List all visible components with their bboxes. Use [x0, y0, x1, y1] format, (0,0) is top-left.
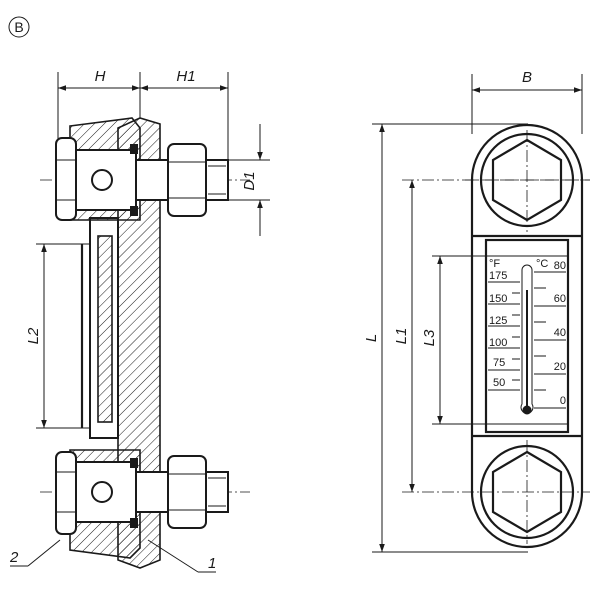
callout-plate-label: 1 [208, 555, 216, 572]
callout-seal-label: 2 [9, 549, 19, 566]
dim-l3-label: L3 [421, 329, 438, 346]
thermometer-bulb [522, 405, 532, 415]
celsius-unit: °C [536, 258, 548, 270]
dim-b-label: B [522, 69, 532, 86]
fahrenheit-tick-label: 175 [489, 270, 507, 282]
upper-cap-nut [55, 137, 77, 221]
section-view: H H1 D1 L2 [9, 68, 270, 573]
dim-h1-label: H1 [176, 68, 195, 85]
thermometer [520, 264, 534, 415]
dim-l1-label: L1 [393, 328, 410, 345]
fahrenheit-tick-label: 150 [489, 293, 507, 305]
callout-seal: 2 [9, 539, 61, 567]
upper-nut [167, 143, 207, 217]
fahrenheit-tick-label: 50 [493, 377, 505, 389]
lower-thread [205, 471, 229, 513]
front-view: B L L1 L3 [363, 69, 590, 553]
fahrenheit-unit: °F [489, 258, 500, 270]
dimension-d1: D1 [228, 124, 270, 236]
lower-bolt-shank [135, 471, 169, 513]
upper-thread [205, 159, 229, 201]
dim-h-label: H [95, 68, 106, 85]
celsius-tick-label: 20 [554, 361, 566, 373]
dim-l2-label: L2 [25, 327, 42, 344]
lower-seal-top [130, 458, 138, 468]
gauge-frame [470, 123, 584, 549]
celsius-tick-label: 40 [554, 327, 566, 339]
dimension-l3: L3 [421, 255, 486, 425]
view-badge: B [8, 16, 30, 38]
lower-cap-nut [55, 451, 77, 535]
dimension-l2: L2 [25, 243, 98, 429]
dim-l-label: L [363, 334, 380, 342]
celsius-tick-label: 0 [560, 395, 566, 407]
dim-d1-label: D1 [241, 171, 258, 190]
celsius-tick-label: 60 [554, 293, 566, 305]
lower-seal-bottom [130, 518, 138, 528]
celsius-scale: °C 80 60 40 20 0 [534, 258, 566, 409]
celsius-tick-label: 80 [554, 260, 566, 272]
upper-port [91, 169, 113, 191]
lower-port [91, 481, 113, 503]
view-badge-label: B [14, 19, 23, 35]
thermometer-tube [520, 264, 534, 414]
fahrenheit-tick-label: 125 [489, 315, 507, 327]
upper-seal-top [130, 144, 138, 154]
sight-glass-inner [97, 235, 113, 423]
lower-nut [167, 455, 207, 529]
callout-plate: 1 [147, 539, 216, 573]
dimension-l: L [363, 123, 528, 553]
fahrenheit-tick-label: 100 [489, 337, 507, 349]
upper-bolt-shank [135, 159, 169, 201]
fahrenheit-scale: °F 175 150 125 100 75 50 [488, 258, 520, 391]
dimension-l1: L1 [393, 179, 590, 493]
fahrenheit-tick-label: 75 [493, 357, 505, 369]
upper-seal-bottom [130, 206, 138, 216]
dimension-h-h1: H H1 [57, 68, 229, 160]
